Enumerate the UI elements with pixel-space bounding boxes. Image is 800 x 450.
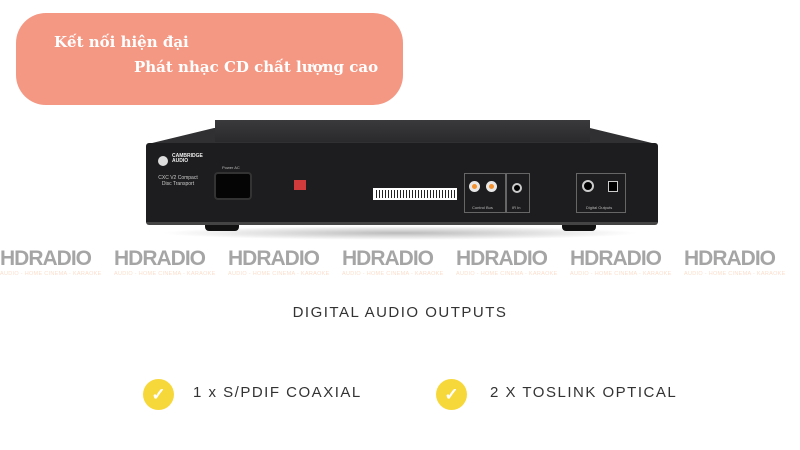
serial-barcode bbox=[373, 188, 457, 200]
feature-optical: 2 X TOSLINK OPTICAL bbox=[490, 384, 678, 401]
feature-coaxial: 1 x S/PDIF COAXIAL bbox=[193, 384, 362, 401]
control-bus-label: Control Bus bbox=[472, 205, 493, 210]
ir-box bbox=[506, 173, 530, 213]
promo-banner: Kết nối hiện đại Phát nhạc CD chất lượng… bbox=[16, 13, 403, 105]
model-label: CXC V2 Compact Disc Transport bbox=[158, 175, 198, 187]
ir-in-jack bbox=[512, 183, 522, 193]
device-foot bbox=[562, 225, 596, 231]
banner-line-1: Kết nối hiện đại bbox=[54, 33, 189, 51]
power-label: Power AC bbox=[222, 165, 240, 170]
control-bus-box bbox=[464, 173, 506, 213]
device-foot bbox=[205, 225, 239, 231]
coaxial-output-jack bbox=[582, 180, 594, 192]
check-icon: ✓ bbox=[143, 379, 174, 410]
control-bus-in-jack bbox=[469, 181, 480, 192]
ir-label: IR In bbox=[512, 205, 521, 210]
power-socket bbox=[214, 172, 252, 200]
digital-outputs-label: Digital Outputs bbox=[586, 205, 613, 210]
rear-panel: CAMBRIDGE AUDIO CXC V2 Compact Disc Tran… bbox=[146, 143, 658, 225]
brand-name: CAMBRIDGE AUDIO bbox=[172, 153, 203, 164]
banner-line-2: Phát nhạc CD chất lượng cao bbox=[134, 58, 379, 76]
section-title: DIGITAL AUDIO OUTPUTS bbox=[292, 304, 508, 321]
cd-transport-rear-image: CAMBRIDGE AUDIO CXC V2 Compact Disc Tran… bbox=[146, 120, 658, 240]
device-top-plate bbox=[215, 120, 590, 142]
device-shadow bbox=[160, 226, 640, 240]
digital-outputs-box bbox=[576, 173, 626, 213]
brand-logo-icon bbox=[158, 156, 168, 166]
check-icon: ✓ bbox=[436, 379, 467, 410]
optical-output-jack bbox=[608, 181, 618, 192]
control-bus-out-jack bbox=[486, 181, 497, 192]
voltage-switch bbox=[294, 180, 306, 190]
